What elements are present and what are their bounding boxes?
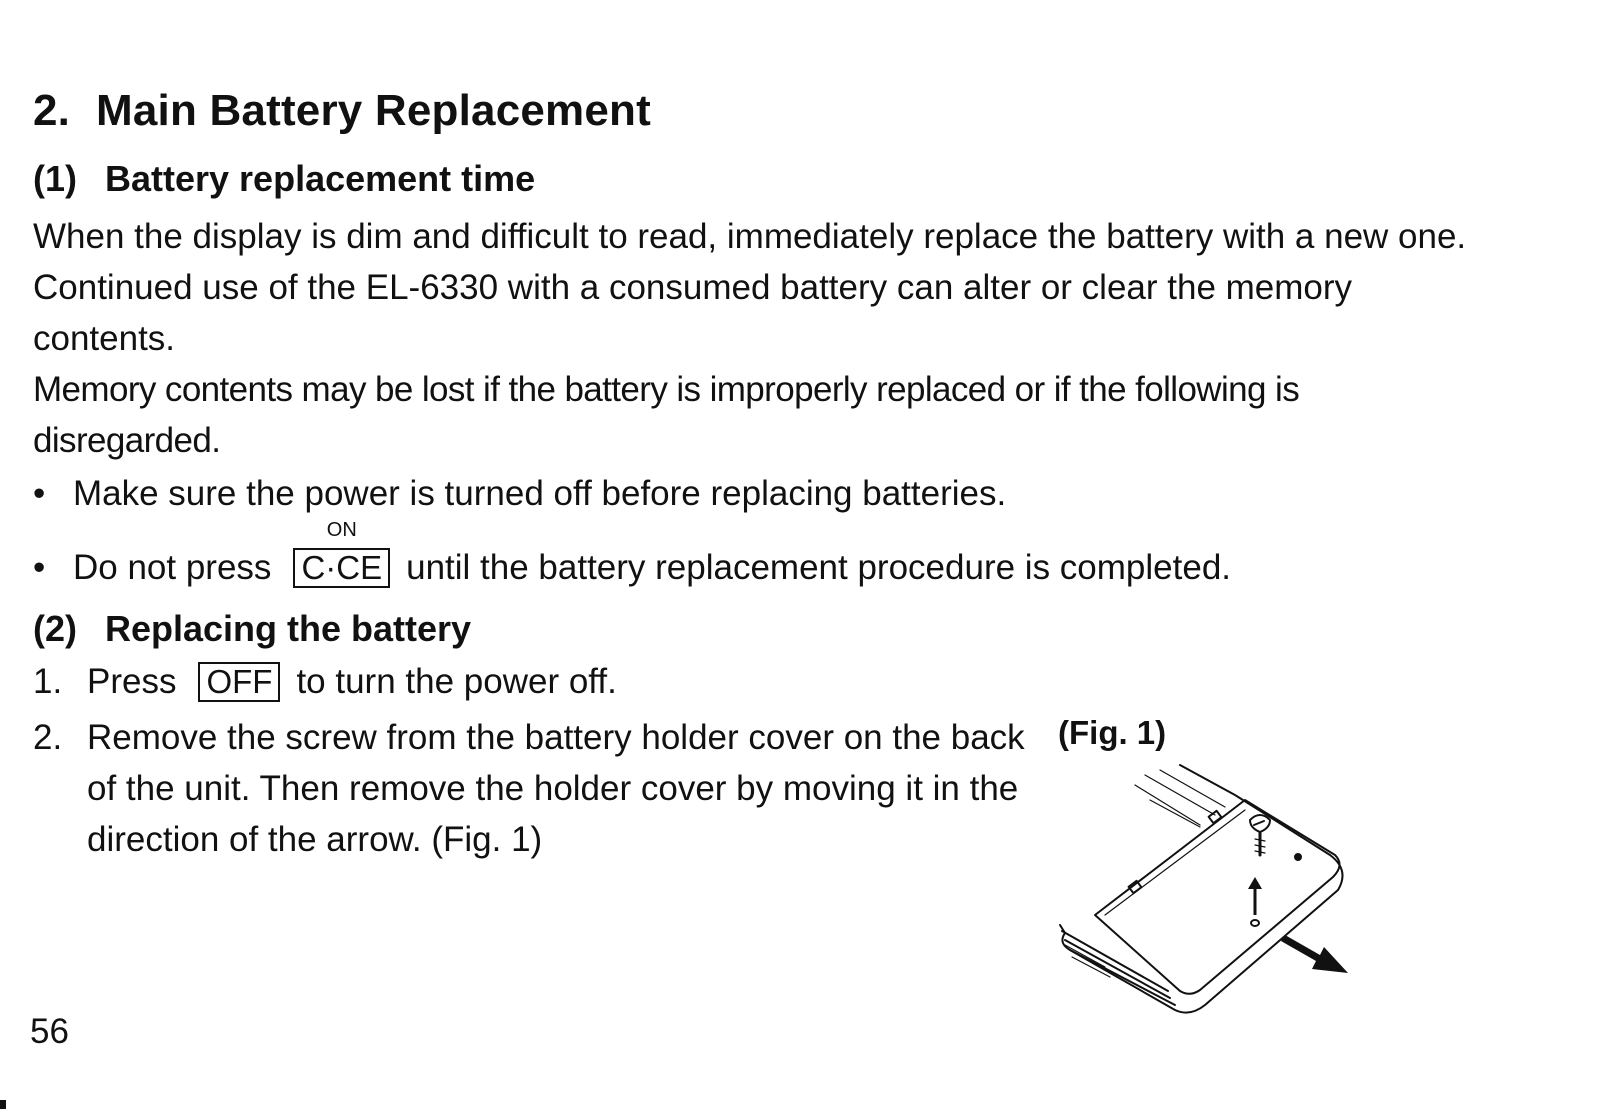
screw-head-icon (1249, 814, 1271, 833)
slide-arrow-icon (1281, 935, 1348, 973)
step-1-text-post: to turn the power off. (296, 662, 617, 701)
paragraph-memory-lost: Memory contents may be lost if the batte… (33, 370, 1300, 460)
up-arrow-icon (1248, 877, 1262, 915)
subsection-heading-2: (2) Replacing the battery (33, 608, 471, 650)
cce-key-symbol: ON C·CE (293, 520, 391, 588)
on-key-label: ON (326, 519, 357, 541)
off-key-label: OFF (206, 663, 273, 700)
subsection-2-title: Replacing the battery (105, 608, 472, 649)
subsection-1-number: (1) (33, 158, 77, 199)
step-1-text-pre: Press (87, 662, 177, 701)
cce-key-label: C·CE (301, 549, 383, 586)
step-2-number: 2. (33, 718, 63, 757)
bullet-2-text-post: until the battery replacement procedure … (406, 548, 1232, 587)
subsection-2-number: (2) (33, 608, 77, 649)
off-key-symbol: OFF (198, 662, 281, 702)
subsection-heading-1: (1) Battery replacement time (33, 158, 535, 200)
step-2: 2. Remove the screw from the battery hol… (33, 712, 1033, 865)
step-1-number: 1. (33, 662, 63, 701)
section-heading: 2. Main Battery Replacement (33, 86, 651, 136)
section-number: 2. (33, 86, 71, 135)
bullet-dot: • (33, 548, 46, 587)
paragraph-display-dim: When the display is dim and difficult to… (33, 217, 1467, 358)
page-number: 56 (30, 1012, 69, 1051)
bullet-item-do-not-press: • Do not press ON C·CE until the battery rep… (33, 520, 1232, 588)
bullet-1-text: Make sure the power is turned off before… (73, 474, 1007, 513)
bullet-dot: • (33, 474, 46, 513)
step-2-text: Remove the screw from the battery holder… (87, 718, 1025, 859)
bullet-item-power-off: • Make sure the power is turned off befor… (33, 474, 1006, 514)
step-1: 1. Press OFF to turn the power off. (33, 662, 617, 702)
subsection-1-title: Battery replacement time (105, 158, 536, 199)
figure-label: (Fig. 1) (1058, 714, 1167, 751)
bullet-2-text-pre: Do not press (73, 548, 272, 587)
section-title: Main Battery Replacement (96, 86, 651, 135)
corner-mark (0, 1100, 6, 1109)
holder-cover (1094, 799, 1341, 995)
unit-body-outline (1059, 764, 1344, 1014)
battery-cover-illustration (1059, 764, 1348, 1014)
